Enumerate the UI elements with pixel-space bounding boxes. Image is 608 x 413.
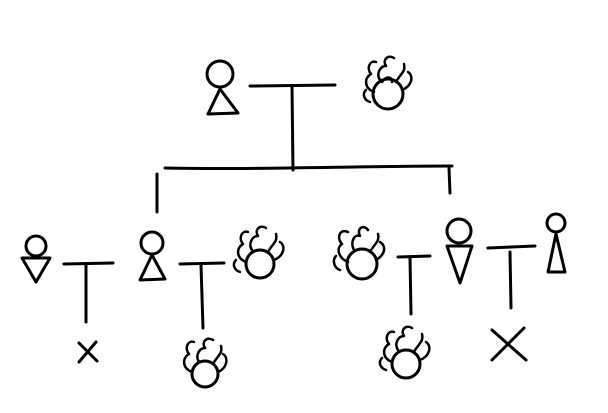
middle-marriage-connector: [178, 261, 226, 330]
tentacle-creature-icon: [332, 225, 386, 281]
x-mark-icon: [490, 326, 528, 362]
inverted-stick-figure-icon: [445, 217, 474, 285]
spouse-right-tentacle-figure: [332, 225, 386, 281]
spouse-middle-figure: [232, 225, 285, 280]
stick-figure-icon: [138, 230, 167, 282]
left-marriage-connector: [62, 261, 115, 324]
x-mark-icon: [77, 340, 99, 364]
child-3-figure: [378, 325, 431, 380]
tentacle-creature-icon: [362, 55, 413, 111]
tentacle-creature-icon: [378, 325, 431, 380]
gen1-tentacle-figure: [362, 55, 413, 111]
right-middle-marriage-connector: [396, 254, 432, 316]
gen1-marriage-connector: [248, 83, 337, 172]
inverted-stick-figure-icon: [20, 234, 52, 284]
gen1-human-figure: [205, 59, 240, 116]
stick-figure-icon: [205, 59, 240, 116]
child-2-figure: [182, 337, 228, 389]
child-1-figure: [77, 340, 99, 364]
right-marriage-connector: [486, 244, 537, 310]
sibling-connector: [155, 164, 454, 214]
gen2-right-human-figure: [445, 217, 474, 285]
spouse-left-figure: [20, 234, 52, 284]
tentacle-creature-icon: [232, 225, 285, 280]
child-4-figure: [490, 326, 528, 362]
tentacle-creature-icon: [182, 337, 228, 389]
spouse-right-figure: [545, 212, 567, 274]
gen2-left-human-figure: [138, 230, 167, 282]
stick-figure-icon: [545, 212, 567, 274]
